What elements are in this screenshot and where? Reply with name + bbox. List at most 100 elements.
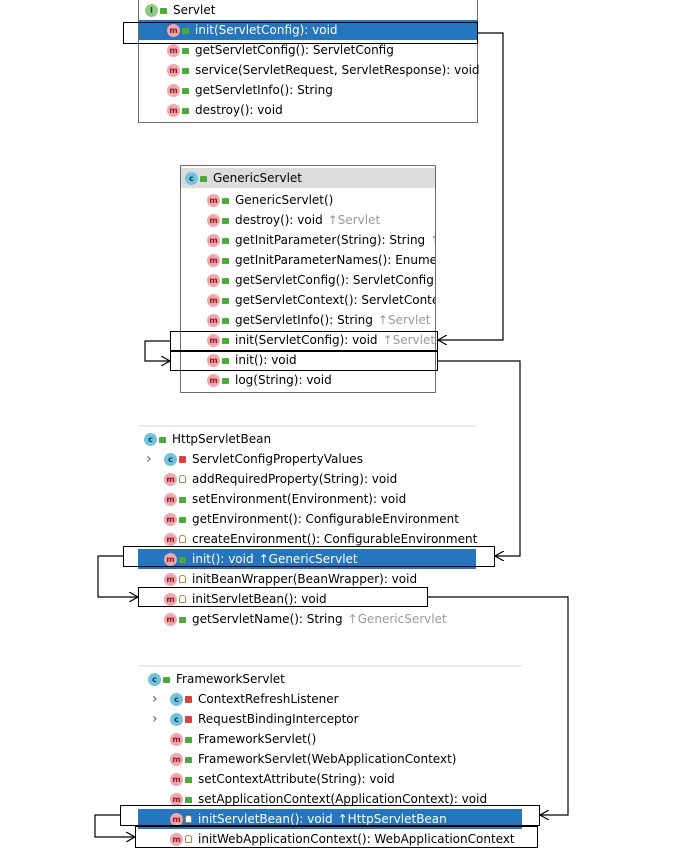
- class-icon: c: [164, 452, 177, 466]
- expand-chevron-icon[interactable]: ›: [152, 691, 158, 707]
- protected-icon: [179, 595, 186, 603]
- servlet-title: Servlet: [173, 3, 216, 17]
- public-icon: [222, 277, 229, 284]
- member-signature: init(ServletConfig): void: [235, 333, 378, 347]
- public-icon: [179, 496, 186, 503]
- private-icon: [179, 455, 186, 463]
- http-servlet-bean-header[interactable]: c HttpServletBean: [144, 429, 271, 449]
- member-signature: service(ServletRequest, ServletResponse)…: [195, 63, 480, 77]
- method-icon: m: [170, 832, 183, 846]
- member-signature: getServletConfig(): ServletConfig: [195, 43, 394, 57]
- public-icon: [179, 556, 186, 563]
- arrow-http-init-chain: [97, 555, 138, 597]
- servlet-header[interactable]: I Servlet: [145, 0, 215, 20]
- public-icon: [200, 175, 207, 182]
- method-icon: m: [167, 23, 180, 37]
- member-signature: setEnvironment(Environment): void: [192, 492, 407, 506]
- http-servlet-bean-title: HttpServletBean: [172, 432, 272, 446]
- member-row-initservletbean-void[interactable]: m initServletBean(): void: [164, 589, 327, 609]
- member-signature: init(ServletConfig): void: [195, 23, 338, 37]
- member-signature: init(): void: [235, 353, 297, 367]
- member-signature: FrameworkServlet(WebApplicationContext): [198, 752, 457, 766]
- member-row-getservletcontext-servletcontex[interactable]: m getServletContext(): ServletContex: [207, 290, 436, 310]
- member-row-init-servletconfig-void[interactable]: m init(ServletConfig): void: [139, 20, 477, 40]
- interface-icon: I: [145, 3, 158, 17]
- method-icon: m: [170, 812, 183, 826]
- framework-servlet-header[interactable]: c FrameworkServlet: [148, 669, 285, 689]
- public-icon: [222, 257, 229, 264]
- inherited-from-label: ↑GenericServlet: [347, 612, 447, 626]
- public-icon: [160, 7, 167, 14]
- arrow-http-to-framework: [428, 596, 569, 815]
- protected-icon: [179, 475, 186, 483]
- inherited-from-label: ↑GenericServlet: [258, 552, 358, 566]
- member-signature: createEnvironment(): ConfigurableEnviron…: [192, 532, 478, 546]
- member-signature: getInitParameterNames(): Enumer: [235, 253, 436, 267]
- member-signature: getServletContext(): ServletContex: [235, 293, 436, 307]
- member-signature: getInitParameter(String): String: [235, 233, 426, 247]
- public-icon: [163, 676, 170, 683]
- public-icon: [179, 516, 186, 523]
- member-signature: getEnvironment(): ConfigurableEnvironmen…: [192, 512, 459, 526]
- class-icon: c: [170, 692, 183, 706]
- member-row-requestbindinginterceptor[interactable]: › c RequestBindingInterceptor: [152, 709, 359, 729]
- protected-icon: [185, 835, 192, 843]
- member-signature: initServletBean(): void: [192, 592, 327, 606]
- protected-icon: [185, 815, 192, 823]
- method-icon: m: [207, 353, 220, 367]
- framework-servlet-title: FrameworkServlet: [176, 672, 285, 686]
- member-signature: destroy(): void: [235, 213, 323, 227]
- method-icon: m: [207, 333, 220, 347]
- inherited-from-label: ↑Servlet: [382, 333, 436, 347]
- member-signature: initServletBean(): void: [198, 812, 333, 826]
- method-icon: m: [164, 512, 177, 526]
- member-row-frameworkservlet-webapplicationcontext[interactable]: m FrameworkServlet(WebApplicationContext): [170, 749, 456, 769]
- method-icon: m: [207, 273, 220, 287]
- method-icon: m: [170, 752, 183, 766]
- method-icon: m: [164, 592, 177, 606]
- member-signature: addRequiredProperty(String): void: [192, 472, 398, 486]
- method-icon: m: [164, 612, 177, 626]
- member-signature: RequestBindingInterceptor: [198, 712, 359, 726]
- member-row-init-servletconfig-void[interactable]: m init(ServletConfig): void ↑Servlet: [207, 330, 435, 350]
- class-icon: c: [170, 712, 183, 726]
- public-icon: [182, 47, 189, 54]
- method-icon: m: [170, 772, 183, 786]
- member-row-init-void[interactable]: m init(): void: [207, 350, 297, 370]
- member-row-getenvironment-configurableenvironment[interactable]: m getEnvironment(): ConfigurableEnvironme…: [164, 509, 459, 529]
- class-icon: c: [148, 672, 161, 686]
- member-signature: setApplicationContext(ApplicationContext…: [198, 792, 488, 806]
- public-icon: [222, 337, 229, 344]
- method-icon: m: [207, 293, 220, 307]
- public-icon: [182, 27, 189, 34]
- expand-chevron-icon[interactable]: ›: [152, 711, 158, 727]
- generic-servlet-header[interactable]: c GenericServlet: [181, 168, 435, 188]
- public-icon: [182, 67, 189, 74]
- expand-chevron-icon[interactable]: ›: [146, 451, 152, 467]
